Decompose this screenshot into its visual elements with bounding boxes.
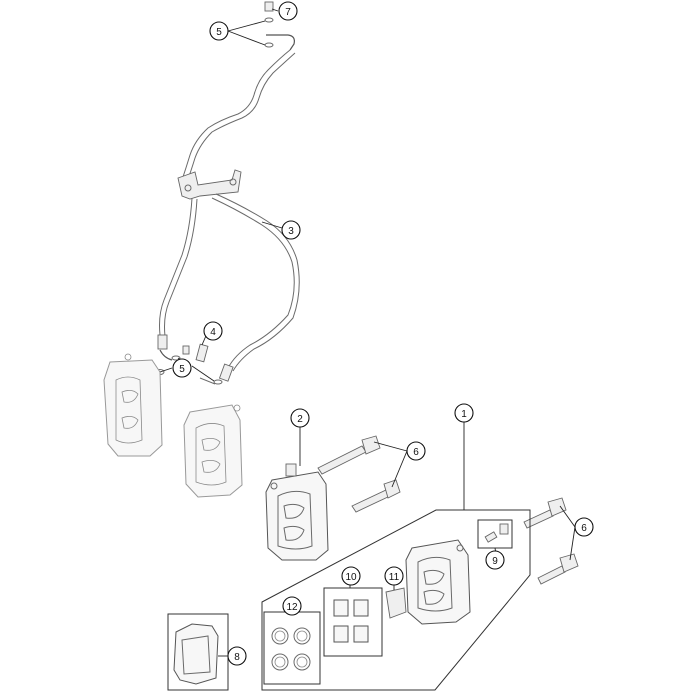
right-hose-fitting [218,363,234,382]
callout-11-label: 11 [389,572,400,583]
brake-hose-assembly [155,1,300,385]
callout-2-label: 2 [297,414,303,425]
callout-4: 4 [203,321,223,341]
top-washer-upper [264,17,274,23]
callout-5-mid: 5 [172,358,192,378]
callout-1: 1 [454,403,474,423]
bracket-hole-left [184,184,192,192]
callout-1-label: 1 [461,409,467,420]
callout-6-upper: 6 [406,441,426,461]
callout-9: 9 [485,550,505,570]
callout-10-label: 10 [345,572,357,583]
callout-6-right: 6 [574,517,594,537]
left-hose-a [159,197,193,336]
washer-a [171,355,181,361]
hose-bracket [177,169,242,200]
left-hose-b [164,198,198,337]
callout-2: 2 [290,408,310,428]
right-hose-b [215,193,300,372]
callout-7-label: 7 [285,7,291,18]
brake-pads [167,613,229,691]
callout-8: 8 [227,646,247,666]
callout-8-label: 8 [234,652,240,663]
left-hose-fitting [157,334,168,350]
callout-5-top: 5 [209,21,229,41]
top-banjo [266,34,295,51]
upper-hose-b [186,52,296,183]
caliper-kit-box [261,509,531,691]
bracket-hole-right [229,178,237,186]
caliper-mid-ghost [183,404,243,498]
callout-6-upper-label: 6 [413,447,419,458]
bleed-screw [195,343,209,363]
small-pin [199,377,216,385]
left-banjo [159,349,173,361]
caliper-2 [265,463,329,561]
caliper-left-ghost [103,353,163,457]
caliper-bolts-upper [317,435,401,513]
right-hose-a [211,197,295,369]
callout-7: 7 [278,1,298,21]
washer-c [213,379,223,385]
callout-12: 12 [282,596,302,616]
callout-12-label: 12 [286,602,298,613]
callout-10: 10 [341,566,361,586]
top-washer-lower [264,42,274,48]
callout-6-right-label: 6 [581,523,587,534]
callout-3-label: 3 [288,226,294,237]
bleed-cap [182,345,190,355]
callout-5-mid-label: 5 [179,364,185,375]
top-fitting-bolt [264,1,274,12]
callout-9-label: 9 [492,556,498,567]
upper-hose-a [181,49,291,181]
callout-5-top-label: 5 [216,27,222,38]
callout-4-label: 4 [210,327,216,338]
callout-3: 3 [281,220,301,240]
caliper-bolts-right [523,497,579,585]
leader-lines [159,8,576,657]
callout-11: 11 [384,566,404,586]
